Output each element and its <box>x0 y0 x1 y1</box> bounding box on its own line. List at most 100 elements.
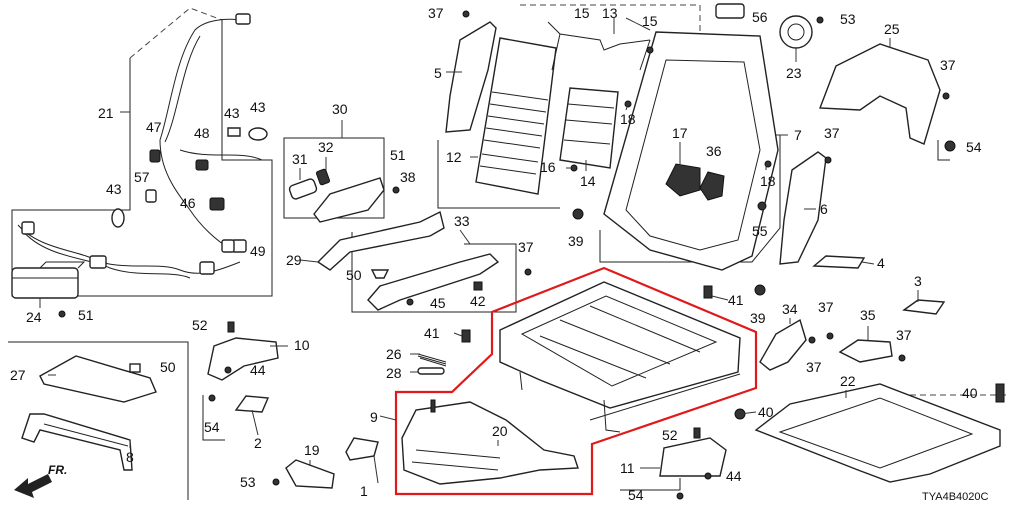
label-12: 12 <box>446 149 462 165</box>
part-45-screw[interactable] <box>406 298 414 306</box>
part-53-screw-top[interactable] <box>816 16 824 24</box>
part-39-clip-a[interactable] <box>572 208 584 220</box>
part-42-clip[interactable] <box>473 281 483 291</box>
label-4: 4 <box>877 255 885 271</box>
part-9-pin[interactable] <box>430 399 436 413</box>
label-28: 28 <box>386 365 402 381</box>
part-13-support-wire[interactable] <box>547 21 651 71</box>
part-1-knob[interactable] <box>345 437 379 461</box>
part-19-switch[interactable] <box>285 459 335 489</box>
label-3: 3 <box>914 273 922 289</box>
part-43-clip-upper[interactable] <box>227 127 268 141</box>
cover-group-outline <box>351 232 517 313</box>
label-53a: 53 <box>840 11 856 27</box>
part-25-side-shield[interactable] <box>819 43 941 145</box>
part-31-lumbar-switch[interactable] <box>288 178 318 200</box>
part-43-clip-left[interactable] <box>111 208 125 228</box>
label-13: 13 <box>602 5 618 21</box>
label-37e: 37 <box>818 299 834 315</box>
part-37-screw-a[interactable] <box>462 10 470 18</box>
part-37-screw-f[interactable] <box>898 354 906 362</box>
part-8-handle[interactable] <box>21 413 133 471</box>
part-37-screw-e[interactable] <box>808 336 816 344</box>
part-44-clip-left[interactable] <box>224 366 232 374</box>
label-35: 35 <box>860 307 876 323</box>
part-26-spring[interactable] <box>417 353 447 367</box>
part-9-seat-cushion-frame[interactable] <box>499 281 741 433</box>
part-14-lumbar-support[interactable] <box>559 87 619 169</box>
part-52-screw-right[interactable] <box>693 427 701 439</box>
part-54-screw-bottom[interactable] <box>676 492 684 500</box>
part-50-clip-upper[interactable] <box>370 269 390 279</box>
part-55-clip[interactable] <box>757 201 767 211</box>
part-44-clip-right[interactable] <box>704 472 712 480</box>
part-53-screw-left[interactable] <box>272 478 280 486</box>
part-52-screw-left[interactable] <box>227 321 235 333</box>
part-10-side-cover[interactable] <box>207 337 279 381</box>
part-28-pin[interactable] <box>417 367 445 375</box>
label-27: 27 <box>10 367 26 383</box>
label-49: 49 <box>250 243 266 259</box>
part-34-cover[interactable] <box>759 318 807 371</box>
part-22-slide-rail[interactable] <box>754 383 1001 483</box>
part-54-nut-right[interactable] <box>944 140 956 152</box>
part-21-wire-harness[interactable] <box>17 13 263 279</box>
label-41a: 41 <box>728 292 744 308</box>
label-24: 24 <box>26 309 42 325</box>
part-2-knob[interactable] <box>234 395 270 413</box>
part-51-screw-a[interactable] <box>58 310 66 318</box>
part-50-clip-lower[interactable] <box>129 363 141 373</box>
part-37-screw-d[interactable] <box>826 332 834 340</box>
part-6-back-side-cover[interactable] <box>779 151 827 265</box>
lower-left-outline <box>8 341 189 500</box>
part-37-screw-g[interactable] <box>524 268 532 276</box>
label-20: 20 <box>492 423 508 439</box>
part-56-tag[interactable] <box>715 3 745 19</box>
part-29-cover-strip[interactable] <box>316 210 445 271</box>
label-32: 32 <box>318 139 334 155</box>
label-37b: 37 <box>940 57 956 73</box>
part-39-clip-b[interactable] <box>754 284 766 296</box>
harness-group-outline <box>11 20 273 297</box>
part-32-lumbar-knob[interactable] <box>315 168 331 186</box>
part-33-side-cover[interactable] <box>367 253 500 311</box>
label-43c: 43 <box>106 181 122 197</box>
part-57-clip[interactable] <box>145 189 157 203</box>
part-38-screw[interactable] <box>392 186 400 194</box>
part-40-bolt-right[interactable] <box>995 383 1005 403</box>
part-49-clip[interactable] <box>221 239 235 253</box>
part-15-clip[interactable] <box>646 46 654 54</box>
part-47-clip[interactable] <box>149 149 161 163</box>
part-41-bolt-lower[interactable] <box>461 329 471 343</box>
harness-dash-outline <box>129 7 223 59</box>
part-27-cover[interactable] <box>39 355 157 403</box>
callout-labels: 1 2 3 4 5 6 7 8 9 10 11 12 13 14 15 15 1… <box>10 5 982 503</box>
part-54-screw-left[interactable] <box>208 394 216 402</box>
part-46-clip[interactable] <box>209 197 225 211</box>
label-44a: 44 <box>250 362 266 378</box>
part-lumbar-bracket[interactable] <box>313 177 385 223</box>
label-44b: 44 <box>726 468 742 484</box>
label-10: 10 <box>294 337 310 353</box>
group-outlines <box>8 4 1010 500</box>
part-4-bracket[interactable] <box>812 255 866 269</box>
label-54b: 54 <box>966 139 982 155</box>
label-40b: 40 <box>962 385 978 401</box>
label-21: 21 <box>98 105 114 121</box>
label-7: 7 <box>794 127 802 143</box>
part-5-back-side-cover[interactable] <box>445 21 497 133</box>
part-20-cushion-pad[interactable] <box>401 401 579 485</box>
part-48-clip[interactable] <box>195 159 209 171</box>
part-41-bolt-upper[interactable] <box>703 285 713 299</box>
part-23-speaker[interactable] <box>779 15 813 49</box>
part-12-back-pad[interactable] <box>475 37 557 195</box>
part-37-screw-b[interactable] <box>942 92 950 100</box>
part-17-motor[interactable] <box>665 163 701 197</box>
part-3-bracket[interactable] <box>902 299 946 315</box>
part-36-motor[interactable] <box>699 171 725 201</box>
part-37-screw-c[interactable] <box>824 156 832 164</box>
part-11-side-cover[interactable] <box>659 437 727 477</box>
part-24-control-module[interactable] <box>11 261 86 299</box>
part-35-bracket[interactable] <box>838 339 893 363</box>
